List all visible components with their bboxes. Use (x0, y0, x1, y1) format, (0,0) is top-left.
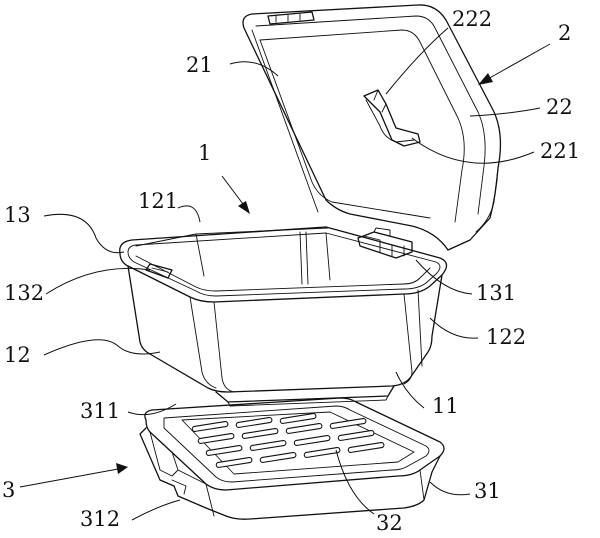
label-311: 311 (80, 399, 120, 423)
grate-slots (191, 413, 385, 468)
label-1: 1 (198, 141, 211, 165)
label-222: 222 (452, 7, 492, 31)
label-13: 13 (4, 203, 31, 227)
arrow-3 (19, 463, 128, 488)
label-12: 12 (4, 343, 31, 367)
label-221: 221 (540, 139, 580, 163)
label-121: 121 (138, 189, 178, 213)
label-22: 22 (546, 95, 573, 119)
label-2: 2 (558, 21, 571, 45)
label-31: 31 (474, 479, 501, 503)
label-3: 3 (2, 478, 15, 502)
arrow-2 (478, 43, 551, 85)
label-21: 21 (186, 53, 213, 77)
label-312: 312 (80, 507, 120, 531)
arrow-1 (221, 175, 250, 214)
drip-tray (139, 397, 445, 520)
box-body (119, 226, 448, 407)
label-122: 122 (486, 325, 526, 349)
lid-handle (363, 89, 421, 147)
label-131: 131 (476, 281, 516, 305)
label-132: 132 (4, 281, 44, 305)
leader-lines (43, 27, 541, 521)
label-11: 11 (432, 394, 459, 418)
label-32: 32 (376, 511, 403, 535)
lid (242, 4, 502, 251)
